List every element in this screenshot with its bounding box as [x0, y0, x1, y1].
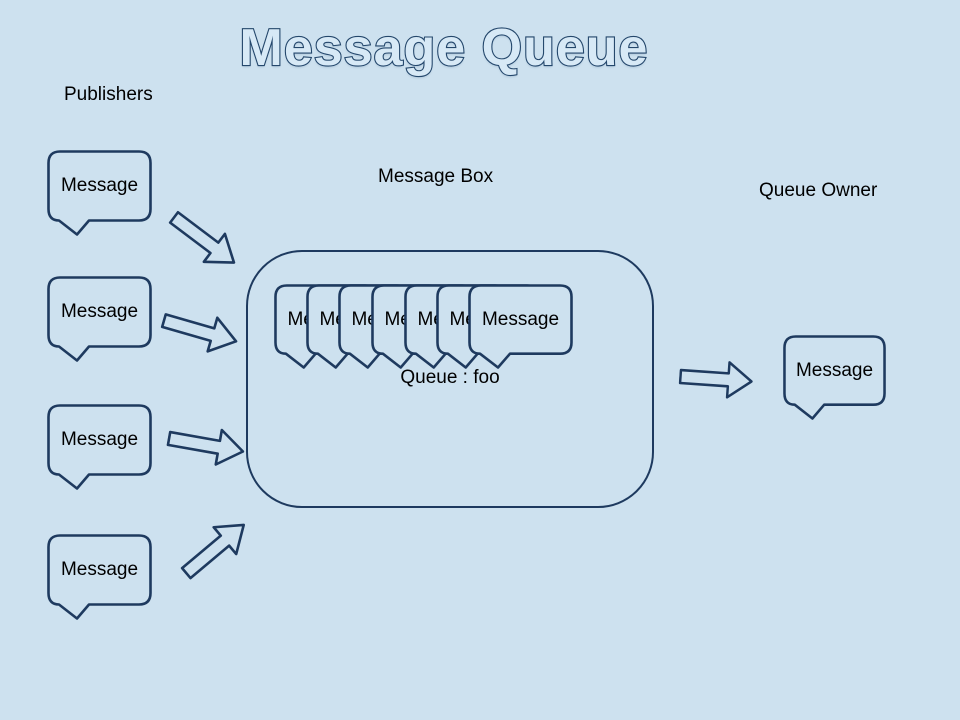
- message-label: Message: [795, 359, 874, 381]
- message-label: Message: [60, 428, 139, 450]
- publishers-label: Publishers: [64, 84, 153, 105]
- message-label: Message: [60, 558, 139, 580]
- publisher-message-bubble: Message: [47, 404, 152, 490]
- publisher-message-bubble: Message: [47, 150, 152, 236]
- owner-message-bubble: Message: [783, 335, 886, 420]
- queue-name-label: Queue : foo: [400, 367, 500, 388]
- message-box-label: Message Box: [378, 166, 494, 187]
- publisher-message-bubble: Message: [47, 276, 152, 362]
- queue-owner-label: Queue Owner: [759, 180, 878, 201]
- message-box-container: [246, 250, 654, 508]
- message-label: Message: [481, 308, 560, 330]
- speech-bubble-icon: [47, 534, 152, 620]
- message-label: Message: [60, 300, 139, 322]
- message-label: Message: [60, 174, 139, 196]
- speech-bubble-icon: [468, 284, 573, 369]
- flow-arrow-icon: [161, 201, 246, 278]
- flow-arrow-icon: [173, 509, 257, 588]
- speech-bubble-icon: [47, 276, 152, 362]
- speech-bubble-icon: [47, 150, 152, 236]
- queued-message-bubble: Message: [468, 284, 573, 369]
- flow-arrow-icon: [157, 302, 242, 360]
- publisher-message-bubble: Message: [47, 534, 152, 620]
- flow-arrow-icon: [678, 357, 754, 400]
- flow-arrow-icon: [164, 420, 247, 471]
- speech-bubble-icon: [47, 404, 152, 490]
- speech-bubble-icon: [783, 335, 886, 420]
- page-title: Message Queue: [238, 18, 649, 78]
